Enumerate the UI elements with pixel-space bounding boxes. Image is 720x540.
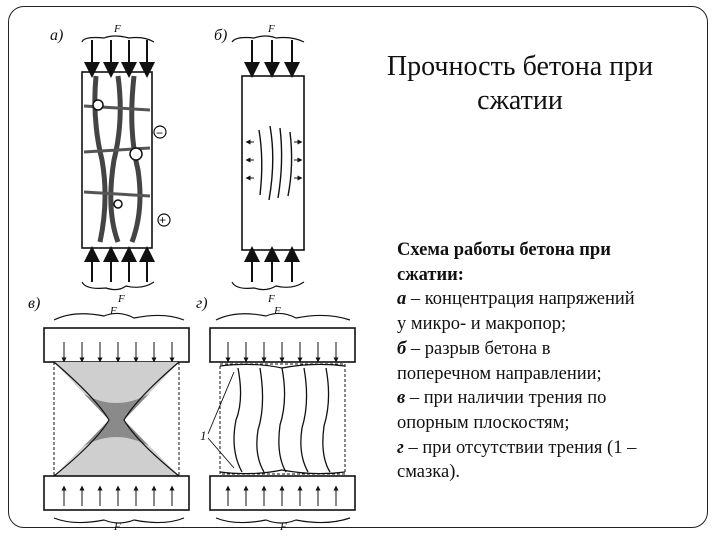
force-label-v-top: F <box>109 305 117 317</box>
caption-b-text-2: поперечном направлении; <box>397 363 602 384</box>
plus-sign-icon: + <box>159 213 166 227</box>
panel-label-g: г) <box>196 295 208 312</box>
caption-a-text-1: – концентрация напряжений <box>406 289 635 310</box>
force-label-g-top: F <box>273 305 281 317</box>
panel-a: F − + F <box>81 23 171 305</box>
force-label-a-bottom: F <box>117 293 125 305</box>
force-label-v-bottom: F <box>113 521 121 530</box>
concrete-compression-figure: а) F − + F б) F <box>28 23 356 530</box>
panel-label-b: б) <box>214 27 227 44</box>
caption-letter-a: а <box>397 289 407 310</box>
title-line-1: Прочность бетона при <box>386 51 654 82</box>
caption-a-text-2: у микро- и макропор; <box>397 314 567 335</box>
force-label-a-top: F <box>113 23 121 35</box>
lubricant-marker: 1 <box>200 428 207 443</box>
minus-sign-icon: − <box>156 126 163 140</box>
force-label-b-top: F <box>267 23 275 35</box>
force-label-b-bottom: F <box>267 293 275 305</box>
title-line-2: сжатии <box>477 85 563 116</box>
caption-g-text-1: – при отсутствии трения (1 – <box>403 437 637 458</box>
slide-title: Прочность бетона при сжатии <box>340 50 700 118</box>
caption-letter-v: в <box>397 388 406 409</box>
panel-g: F 1 F <box>200 305 356 530</box>
panel-label-v: в) <box>28 295 40 312</box>
panel-label-a: а) <box>50 27 63 44</box>
caption-v-text-2: опорным плоскостям; <box>397 412 570 433</box>
caption-v-text-1: – при наличии трения по <box>405 388 607 409</box>
force-label-g-bottom: F <box>279 521 287 530</box>
caption-g-text-2: смазка). <box>397 462 461 483</box>
caption-letter-b: б <box>397 338 407 359</box>
caption-letter-g: г <box>397 437 404 458</box>
caption-heading-line-2: сжатии: <box>397 264 464 285</box>
figure-caption: Схема работы бетона при сжатии: а – конц… <box>397 238 697 485</box>
caption-b-text-1: – разрыв бетона в <box>406 338 551 359</box>
panel-v: F F <box>43 305 190 530</box>
caption-heading-line-1: Схема работы бетона при <box>397 240 611 260</box>
panel-b: F F <box>231 23 305 305</box>
